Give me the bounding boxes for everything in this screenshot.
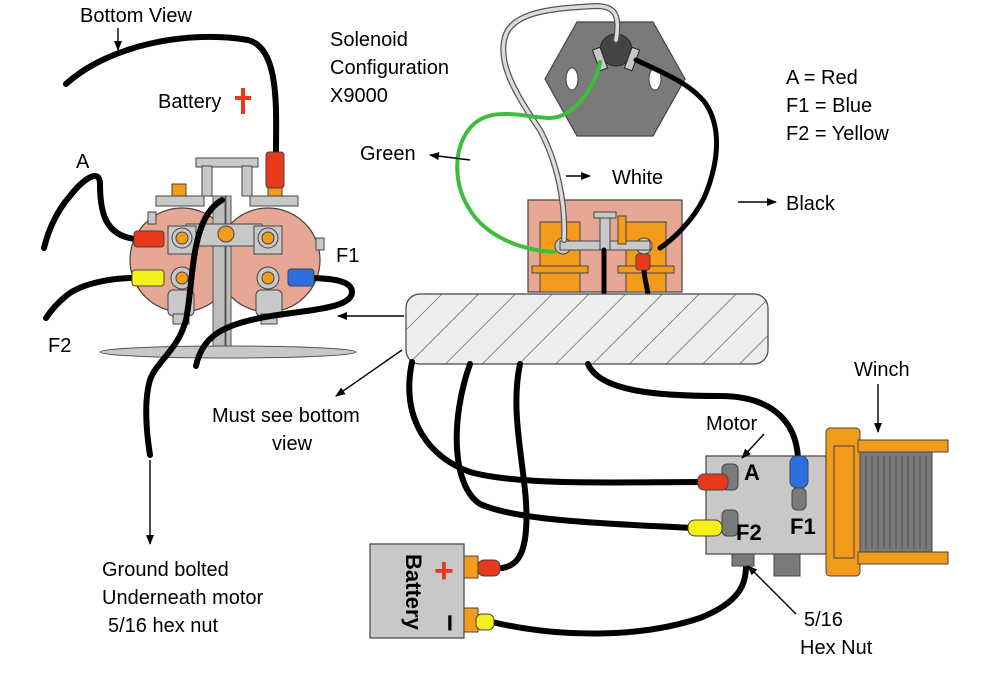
label-hexnut-2: Hex Nut [800,637,873,659]
label-black: Black [786,193,836,215]
wire-bar-to-f1 [585,361,801,461]
wire-black-solenoid [633,57,719,251]
label-solenoid-2: Configuration [330,57,449,79]
winch-flange-right [857,439,949,453]
wire-battery-neg [489,563,749,637]
connector-motor-a-red [697,473,729,491]
wire-bar-to-a [406,359,703,486]
label-battery-big: Battery [401,554,426,631]
connector-motor-f1-blue [789,455,809,489]
wire-f2-bottom [43,275,137,321]
wire-battery-top [63,33,280,155]
connector-battery-neg-yellow [475,613,495,631]
solenoid-hexagon [544,21,686,137]
mounting-bar [405,293,769,365]
label-battery-small: Battery [158,91,221,113]
connector-battery-pos-red [477,559,501,577]
label-ground-1: Ground bolted [102,559,229,581]
arrows [114,28,882,615]
label-motor: Motor [706,413,757,435]
battery-plus-icon: + [434,552,454,590]
label-motor-a: A [744,460,760,485]
label-bottom-view: Bottom View [80,5,192,27]
bracket-top [195,157,259,168]
labels: Bottom View Battery A F1 F2 Solenoid Con… [48,5,910,659]
connector-solenoid-red [635,253,651,271]
label-solenoid-3: X9000 [330,85,388,107]
connector-motor-f2-yellow [687,519,723,537]
connector-battery-red [265,151,285,189]
battery-minus-icon: − [433,614,466,632]
connector-a-red [133,230,165,248]
legend-a: A = Red [786,67,858,89]
connector-f2-yellow [131,269,165,287]
wire-a-bottom [41,173,139,251]
label-motor-f2: F2 [736,520,762,545]
motor-winch [687,427,949,577]
wire-bar-to-f2 [453,361,695,531]
solenoid-assembly [455,2,719,299]
battery-body [369,543,465,639]
label-white: White [612,167,663,189]
battery [369,543,501,639]
wire-white-inner [501,4,620,242]
legend-f2: F2 = Yellow [786,123,889,145]
label-f2-small: F2 [48,335,71,357]
bottom-view-solenoid [41,33,357,458]
legend-f1: F1 = Blue [786,95,872,117]
wire-green [455,60,602,254]
label-ground-3: 5/16 hex nut [108,615,219,637]
plus-icon [235,88,251,114]
connector-f1-blue [287,268,315,287]
label-a-small: A [76,151,90,173]
label-hexnut-1: 5/16 [804,609,843,631]
label-winch: Winch [854,359,910,381]
label-motor-f1: F1 [790,514,816,539]
mounting-plate [99,345,357,359]
cable-windings [865,456,927,548]
label-solenoid-1: Solenoid [330,29,408,51]
label-f1-small: F1 [336,245,359,267]
label-green: Green [360,143,416,165]
wire-ground-bottom [143,197,225,458]
label-must-see-2: view [272,433,313,455]
wire-bar-to-battery [499,361,530,571]
wire-f1-bottom [193,275,355,369]
label-ground-2: Underneath motor [102,587,264,609]
label-must-see-1: Must see bottom [212,405,360,427]
